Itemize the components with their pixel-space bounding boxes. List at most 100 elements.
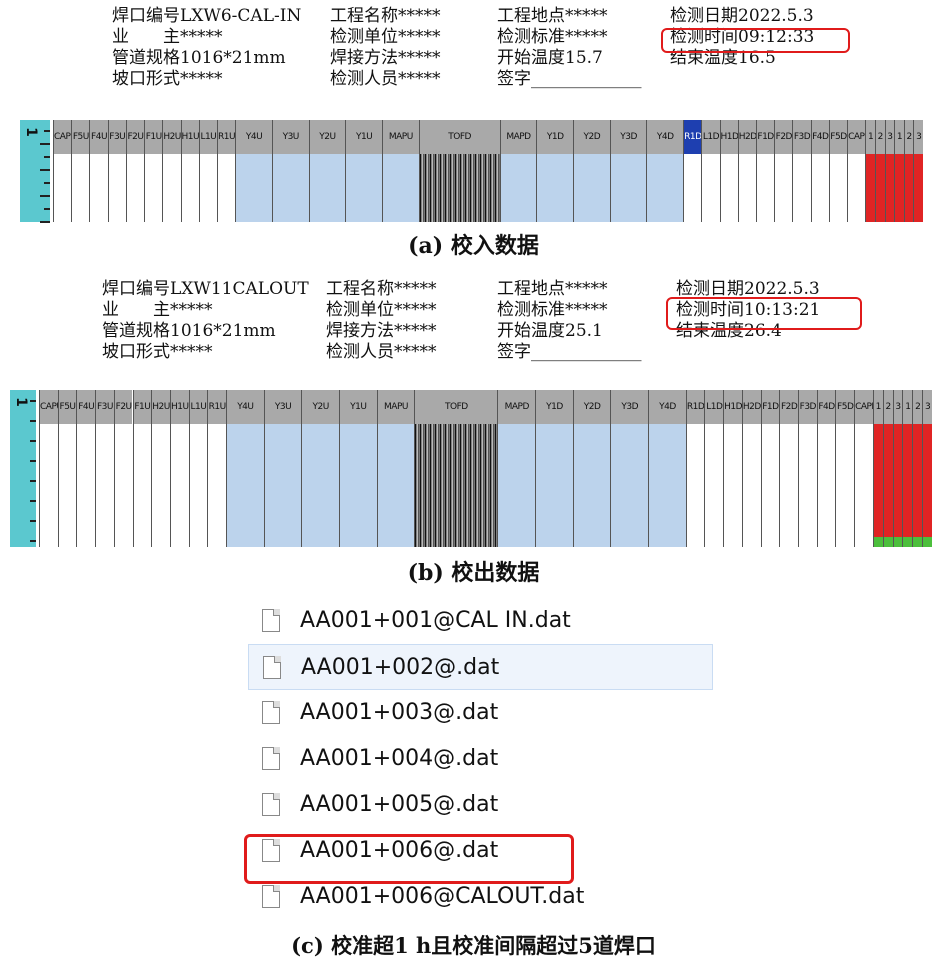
channel-1-31[interactable]: 1 xyxy=(865,120,875,222)
channel-label: MAPD xyxy=(500,120,537,154)
channel-h2d-24[interactable]: H2D xyxy=(737,120,756,222)
channel-label: H2D xyxy=(742,390,761,424)
channel-capd-30[interactable]: CAPD xyxy=(847,120,866,222)
ruler-label: 1 xyxy=(12,397,29,407)
channel-1-31[interactable]: 1 xyxy=(872,390,883,547)
channel-mapu-14[interactable]: MAPU xyxy=(381,120,419,222)
channel-f1d-25[interactable]: F1D xyxy=(760,390,780,547)
channel-f3u-3[interactable]: F3U xyxy=(107,120,126,222)
alarm-block xyxy=(903,424,913,547)
channel-y4u-10[interactable]: Y4U xyxy=(235,120,272,222)
channel-y1d-17[interactable]: Y1D xyxy=(535,390,573,547)
channel-tofd-15[interactable]: TOFD xyxy=(414,390,498,547)
channel-mapd-16[interactable]: MAPD xyxy=(499,120,537,222)
channel-l1d-22[interactable]: L1D xyxy=(701,120,720,222)
channel-r1d-21[interactable]: R1D xyxy=(685,390,705,547)
channel-y1d-17[interactable]: Y1D xyxy=(536,120,574,222)
channel-2-32[interactable]: 2 xyxy=(882,390,893,547)
channel-label: F2U xyxy=(114,390,133,424)
channel-h1u-7[interactable]: H1U xyxy=(180,120,199,222)
channel-h1u-7[interactable]: H1U xyxy=(169,390,189,547)
channel-mapu-14[interactable]: MAPU xyxy=(376,390,415,547)
channel-y3u-11[interactable]: Y3U xyxy=(263,390,302,547)
channel-3-33[interactable]: 3 xyxy=(892,390,903,547)
channel-label: F4U xyxy=(77,390,96,424)
channel-h2d-24[interactable]: H2D xyxy=(741,390,761,547)
file-row[interactable]: AA001+001@CAL IN.dat xyxy=(248,598,713,644)
channel-3-36[interactable]: 3 xyxy=(913,120,923,222)
channel-y2d-18[interactable]: Y2D xyxy=(573,120,610,222)
channel-f3d-27[interactable]: F3D xyxy=(797,390,817,547)
channel-label: F3D xyxy=(793,120,811,154)
channel-f4d-28[interactable]: F4D xyxy=(810,120,829,222)
channel-label: H2D xyxy=(738,120,756,154)
ruler-tick xyxy=(30,400,36,402)
channel-label: 1 xyxy=(895,120,904,154)
channel-r1u-9[interactable]: R1U xyxy=(207,390,226,547)
header-cell: 开始温度15.7 xyxy=(497,48,603,68)
channel-y2d-18[interactable]: Y2D xyxy=(572,390,611,547)
channel-r1u-9[interactable]: R1U xyxy=(216,120,236,222)
file-row[interactable]: AA001+003@.dat xyxy=(248,690,713,736)
channel-capd-30[interactable]: CAPD xyxy=(854,390,873,547)
channel-3-33[interactable]: 3 xyxy=(884,120,895,222)
file-row[interactable]: AA001+002@.dat xyxy=(248,644,713,690)
channel-h1d-23[interactable]: H1D xyxy=(723,390,742,547)
channel-y2u-12[interactable]: Y2U xyxy=(301,390,339,547)
channel-tofd-15[interactable]: TOFD xyxy=(418,120,500,222)
file-row[interactable]: AA001+004@.dat xyxy=(248,736,713,782)
channel-h1d-23[interactable]: H1D xyxy=(719,120,738,222)
channel-f2d-26[interactable]: F2D xyxy=(779,390,798,547)
channel-l1d-22[interactable]: L1D xyxy=(704,390,724,547)
header-cell: 检测时间09:12:33 xyxy=(670,27,815,47)
coupling-ok-block xyxy=(893,537,903,547)
channel-f3d-27[interactable]: F3D xyxy=(792,120,811,222)
channel-mapd-16[interactable]: MAPD xyxy=(497,390,536,547)
channel-y1u-13[interactable]: Y1U xyxy=(345,120,382,222)
channel-f1u-5[interactable]: F1U xyxy=(144,120,163,222)
channel-y2u-12[interactable]: Y2U xyxy=(308,120,346,222)
channel-y1u-13[interactable]: Y1U xyxy=(339,390,377,547)
channel-label: Y3D xyxy=(610,120,647,154)
channel-label: MAPD xyxy=(498,390,536,424)
channel-capu-0[interactable]: CAPU xyxy=(39,390,58,547)
ruler-tick xyxy=(44,156,50,158)
channel-f5u-1[interactable]: F5U xyxy=(71,120,90,222)
channel-f2u-4[interactable]: F2U xyxy=(125,120,145,222)
channel-f2d-26[interactable]: F2D xyxy=(774,120,793,222)
channel-f5d-29[interactable]: F5D xyxy=(835,390,855,547)
channel-r1d-21[interactable]: R1D xyxy=(683,120,702,222)
channel-y4d-20[interactable]: Y4D xyxy=(648,390,686,547)
channel-y4d-20[interactable]: Y4D xyxy=(646,120,684,222)
channel-l1u-8[interactable]: L1U xyxy=(188,390,208,547)
channel-2-35[interactable]: 2 xyxy=(903,120,914,222)
channel-2-35[interactable]: 2 xyxy=(912,390,923,547)
channel-y3d-19[interactable]: Y3D xyxy=(609,120,647,222)
channel-f5u-1[interactable]: F5U xyxy=(57,390,77,547)
channel-label: Y4U xyxy=(227,390,264,424)
channel-capu-0[interactable]: CAPU xyxy=(53,120,72,222)
channel-3-36[interactable]: 3 xyxy=(922,390,932,547)
channel-h2u-6[interactable]: H2U xyxy=(162,120,181,222)
channel-1-34[interactable]: 1 xyxy=(894,120,904,222)
channel-f2u-4[interactable]: F2U xyxy=(113,390,133,547)
channel-y3d-19[interactable]: Y3D xyxy=(610,390,649,547)
file-row[interactable]: AA001+006@.dat xyxy=(248,828,713,874)
header-cell: 检测日期2022.5.3 xyxy=(670,6,814,26)
channel-l1u-8[interactable]: L1U xyxy=(198,120,217,222)
channel-f1d-25[interactable]: F1D xyxy=(755,120,775,222)
channel-f5d-29[interactable]: F5D xyxy=(828,120,848,222)
channel-f4d-28[interactable]: F4D xyxy=(816,390,836,547)
channel-label: R1D xyxy=(686,390,705,424)
file-row[interactable]: AA001+005@.dat xyxy=(248,782,713,828)
channel-f1u-5[interactable]: F1U xyxy=(132,390,152,547)
channel-f4u-2[interactable]: F4U xyxy=(89,120,108,222)
channel-1-34[interactable]: 1 xyxy=(902,390,913,547)
channel-2-32[interactable]: 2 xyxy=(874,120,885,222)
channel-h2u-6[interactable]: H2U xyxy=(151,390,170,547)
channel-y4u-10[interactable]: Y4U xyxy=(226,390,264,547)
file-row[interactable]: AA001+006@CALOUT.dat xyxy=(248,874,713,920)
channel-f3u-3[interactable]: F3U xyxy=(95,390,114,547)
channel-y3u-11[interactable]: Y3U xyxy=(271,120,309,222)
channel-f4u-2[interactable]: F4U xyxy=(76,390,96,547)
